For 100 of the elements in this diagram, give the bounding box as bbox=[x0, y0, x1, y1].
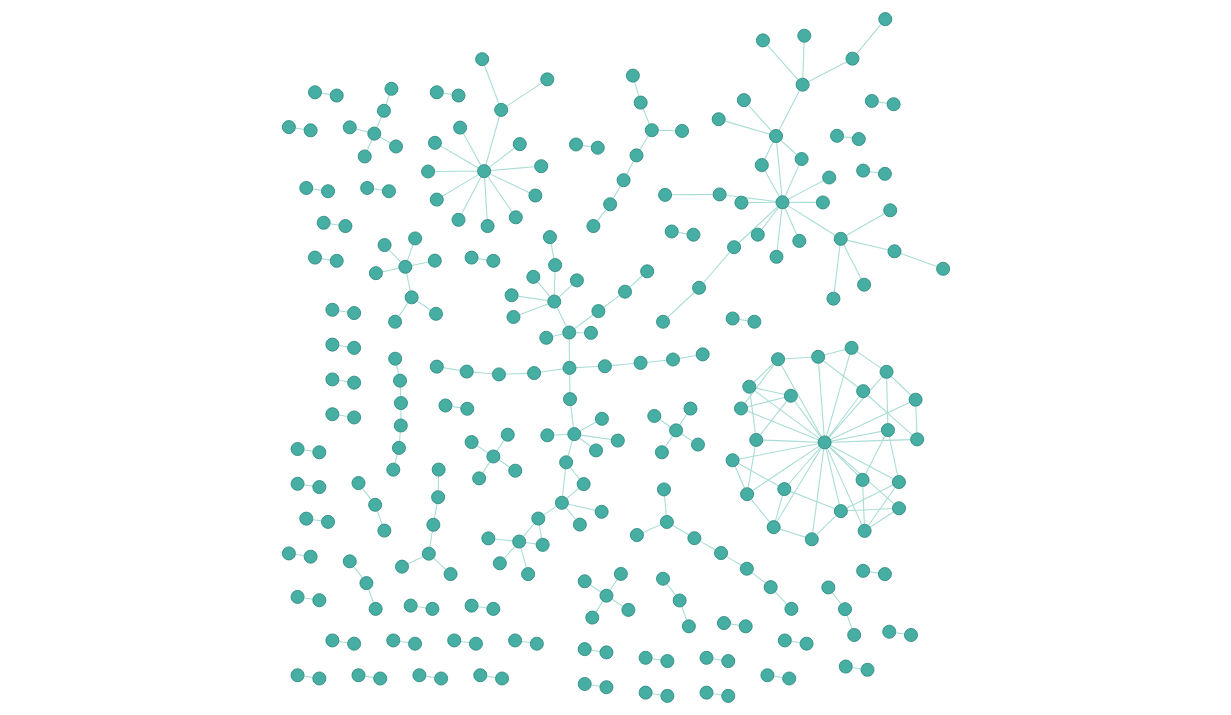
connector bbox=[659, 419, 671, 428]
connector bbox=[724, 120, 770, 135]
node-circle bbox=[903, 628, 918, 642]
connector bbox=[407, 556, 423, 565]
node-circle bbox=[420, 164, 435, 179]
node-circle bbox=[763, 580, 778, 595]
connector bbox=[846, 615, 852, 630]
node-circle bbox=[512, 137, 527, 152]
connector bbox=[764, 170, 780, 197]
node-circle bbox=[791, 233, 806, 248]
connector bbox=[338, 379, 348, 383]
connector bbox=[433, 503, 437, 519]
node-circle bbox=[387, 351, 402, 366]
node-circle bbox=[508, 210, 523, 225]
node-circle bbox=[538, 330, 553, 345]
node-circle bbox=[407, 636, 422, 651]
node-circle bbox=[817, 435, 832, 450]
node-circle bbox=[387, 314, 402, 329]
node-circle bbox=[533, 159, 548, 174]
connector bbox=[525, 541, 537, 545]
connector bbox=[828, 446, 858, 476]
node-circle bbox=[776, 482, 791, 497]
node-circle bbox=[290, 668, 305, 683]
connector bbox=[433, 170, 478, 172]
connector bbox=[375, 116, 382, 128]
node-circle bbox=[691, 280, 706, 295]
connector bbox=[329, 223, 339, 226]
node-circle bbox=[585, 219, 600, 233]
connector bbox=[753, 390, 820, 439]
node-circle bbox=[815, 195, 830, 210]
connector bbox=[367, 589, 374, 603]
connector bbox=[641, 524, 661, 533]
node-circle bbox=[777, 633, 792, 648]
node-circle bbox=[427, 135, 442, 150]
connector bbox=[868, 171, 879, 174]
connector bbox=[312, 188, 322, 191]
connector bbox=[823, 349, 846, 356]
node-circle bbox=[320, 184, 335, 199]
node-circle bbox=[646, 409, 661, 423]
connector bbox=[699, 541, 716, 551]
node-circle bbox=[594, 411, 609, 426]
connector bbox=[460, 176, 481, 215]
connector bbox=[895, 632, 905, 635]
connector bbox=[379, 136, 391, 144]
connector bbox=[780, 364, 822, 438]
node-circle bbox=[485, 253, 500, 268]
node-circle bbox=[584, 610, 599, 625]
connector bbox=[842, 136, 853, 139]
connector bbox=[462, 132, 481, 166]
connector bbox=[826, 447, 862, 526]
connector bbox=[505, 82, 542, 107]
node-circle bbox=[838, 659, 853, 674]
node-circle bbox=[403, 598, 418, 613]
connector bbox=[856, 351, 881, 369]
node-circle bbox=[493, 102, 508, 117]
node-circle bbox=[539, 72, 554, 87]
node-circle bbox=[281, 546, 296, 561]
connector bbox=[312, 519, 322, 522]
node-circle bbox=[794, 152, 809, 166]
connector bbox=[864, 435, 885, 475]
connector bbox=[784, 356, 812, 360]
node-circle bbox=[783, 388, 798, 403]
node-circle bbox=[485, 449, 500, 464]
node-circle bbox=[324, 302, 339, 317]
node-circle bbox=[880, 423, 895, 438]
node-circle bbox=[644, 123, 659, 138]
node-circle bbox=[748, 432, 763, 447]
connector bbox=[831, 592, 841, 605]
node-circle bbox=[281, 120, 296, 135]
node-circle bbox=[372, 671, 387, 686]
connector bbox=[801, 41, 805, 79]
connector bbox=[361, 487, 372, 500]
connector bbox=[520, 640, 531, 644]
connector bbox=[725, 556, 742, 566]
node-circle bbox=[342, 554, 357, 569]
node-circle bbox=[554, 495, 569, 510]
connector bbox=[553, 433, 568, 436]
connector bbox=[481, 461, 490, 474]
node-circle bbox=[856, 277, 871, 292]
connector bbox=[303, 675, 313, 679]
node-circle bbox=[429, 359, 444, 374]
node-circle bbox=[572, 517, 587, 532]
connector bbox=[807, 61, 847, 82]
node-circle bbox=[471, 471, 486, 486]
connector bbox=[338, 345, 348, 348]
connector bbox=[773, 675, 783, 679]
connector bbox=[788, 201, 817, 203]
connector bbox=[867, 395, 913, 436]
connector bbox=[784, 207, 797, 236]
connector bbox=[393, 453, 398, 464]
node-circle bbox=[507, 463, 522, 478]
connector bbox=[565, 487, 579, 499]
node-circle bbox=[429, 85, 444, 100]
node-circle bbox=[391, 440, 406, 455]
connector bbox=[890, 376, 911, 396]
node-circle bbox=[659, 515, 674, 529]
connector bbox=[702, 251, 730, 284]
node-circle bbox=[464, 250, 479, 265]
connector bbox=[376, 510, 383, 525]
node-circle bbox=[451, 212, 465, 227]
